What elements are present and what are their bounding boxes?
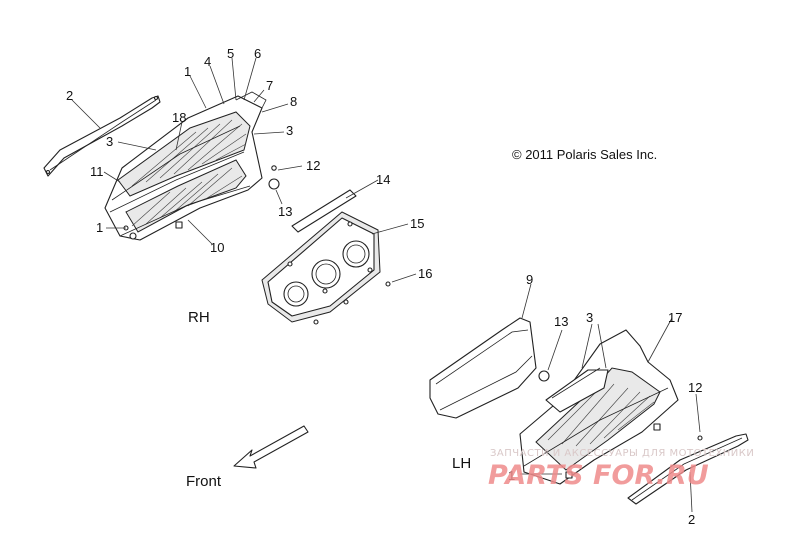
callout-1: 1 xyxy=(184,64,191,79)
callout-4: 4 xyxy=(204,54,211,69)
callout-14: 14 xyxy=(376,172,390,187)
callout-13: 13 xyxy=(278,204,292,219)
callout-16: 16 xyxy=(418,266,432,281)
callout-1: 1 xyxy=(508,468,515,483)
lh-cover-pad xyxy=(429,317,537,419)
front-label: Front xyxy=(186,473,222,490)
callout-2: 2 xyxy=(66,88,73,103)
watermark: ЗАПЧАСТИ И АКСЕССУАРЫ ДЛЯ МОТОТЕХНИКИ PA… xyxy=(488,448,754,491)
callout-7: 7 xyxy=(266,78,273,93)
callout-18: 18 xyxy=(172,110,186,125)
lh-label: LH xyxy=(452,455,471,472)
callout-13: 13 xyxy=(554,314,568,329)
callout-15: 15 xyxy=(410,216,424,231)
callout-3: 3 xyxy=(586,310,593,325)
gauge-bezel xyxy=(261,211,391,325)
callout-10: 10 xyxy=(210,240,224,255)
callout-2: 2 xyxy=(688,512,695,527)
callouts-lh: 9 13 3 17 12 1 2 xyxy=(508,272,702,527)
callout-11: 11 xyxy=(90,164,104,179)
leader-lines xyxy=(71,57,701,513)
callout-9: 9 xyxy=(526,272,533,287)
watermark-tagline: ЗАПЧАСТИ И АКСЕССУАРЫ ДЛЯ МОТОТЕХНИКИ xyxy=(490,448,754,459)
decal-strip xyxy=(291,189,357,233)
callout-1b: 1 xyxy=(96,220,103,235)
front-arrow-icon xyxy=(233,425,309,469)
watermark-logo: PARTS FOR.RU xyxy=(488,460,709,491)
callout-12: 12 xyxy=(688,380,702,395)
lh-dash-housing xyxy=(519,329,679,485)
lh-hardware xyxy=(538,370,703,441)
callout-17: 17 xyxy=(668,310,682,325)
callout-3: 3 xyxy=(106,134,113,149)
rh-hardware xyxy=(268,165,280,190)
callout-5: 5 xyxy=(227,46,234,61)
rh-dash-assembly xyxy=(104,91,267,241)
lh-trim-strip xyxy=(627,433,749,505)
rh-trim-strip xyxy=(43,95,161,177)
copyright-text: © 2011 Polaris Sales Inc. xyxy=(512,147,657,162)
callouts-rh: 2 1 4 5 6 7 8 18 3 3 11 1 10 12 13 14 15… xyxy=(66,46,432,281)
callout-8: 8 xyxy=(290,94,297,109)
rh-label: RH xyxy=(188,309,210,326)
callout-6: 6 xyxy=(254,46,261,61)
callout-12: 12 xyxy=(306,158,320,173)
callout-3b: 3 xyxy=(286,123,293,138)
